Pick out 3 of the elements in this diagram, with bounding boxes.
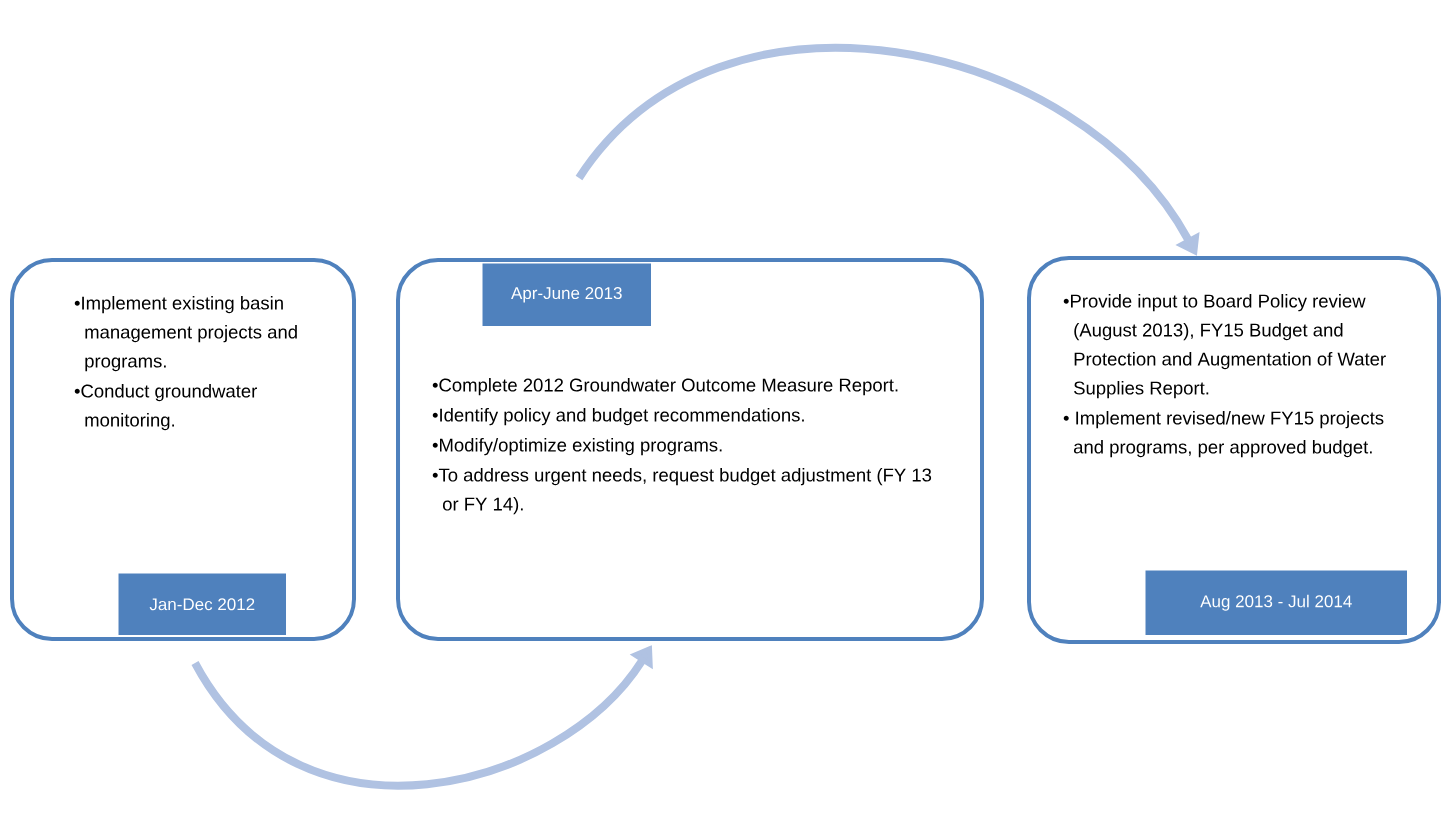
date-tag: Aug 2013 - Jul 2014 [1144,569,1409,637]
date-tag: Jan-Dec 2012 [117,572,288,637]
date-tag: Apr-June 2013 [481,262,653,328]
